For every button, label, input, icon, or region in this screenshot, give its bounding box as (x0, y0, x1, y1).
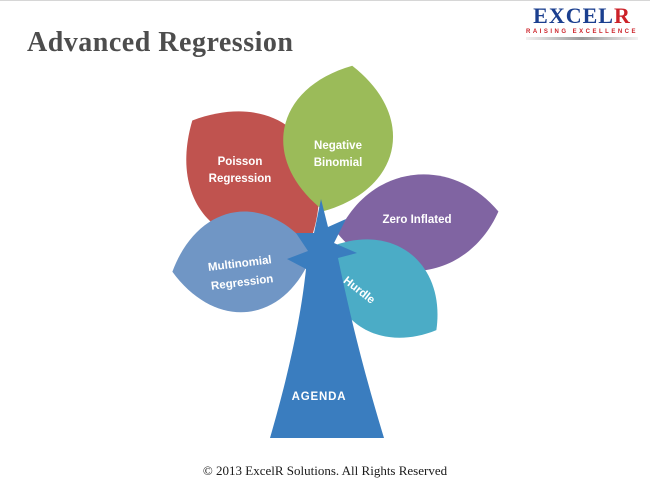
label-poisson-line2: Regression (209, 173, 272, 185)
petal-negative-binomial (283, 65, 394, 211)
page-title: Advanced Regression (27, 27, 294, 58)
logo-r-text: R (613, 3, 631, 28)
label-zero-inflated: Zero Inflated (382, 214, 451, 226)
label-negative-binomial-line2: Binomial (314, 157, 363, 169)
footer-copyright: © 2013 ExcelR Solutions. All Rights Rese… (202, 463, 448, 478)
trunk-agenda-shape (270, 199, 384, 438)
logo-underline (525, 37, 638, 40)
logo-excel-text: EXCEL (533, 3, 614, 28)
logo-tagline: Raising Excellence (525, 29, 638, 35)
petal-hurdle-shape (328, 239, 438, 338)
label-poisson-line1: Poisson (218, 156, 263, 168)
petal-negative-binomial-shape (283, 65, 394, 211)
petal-multinomial-shape (172, 211, 313, 313)
label-agenda: AGENDA (292, 391, 347, 403)
petal-multinomial-regression (172, 211, 313, 313)
petal-hurdle (328, 239, 438, 338)
logo-wordmark: EXCELR (526, 5, 638, 27)
label-negative-binomial-line1: Negative (314, 140, 362, 152)
excelr-logo: EXCELR Raising Excellence (525, 5, 638, 40)
